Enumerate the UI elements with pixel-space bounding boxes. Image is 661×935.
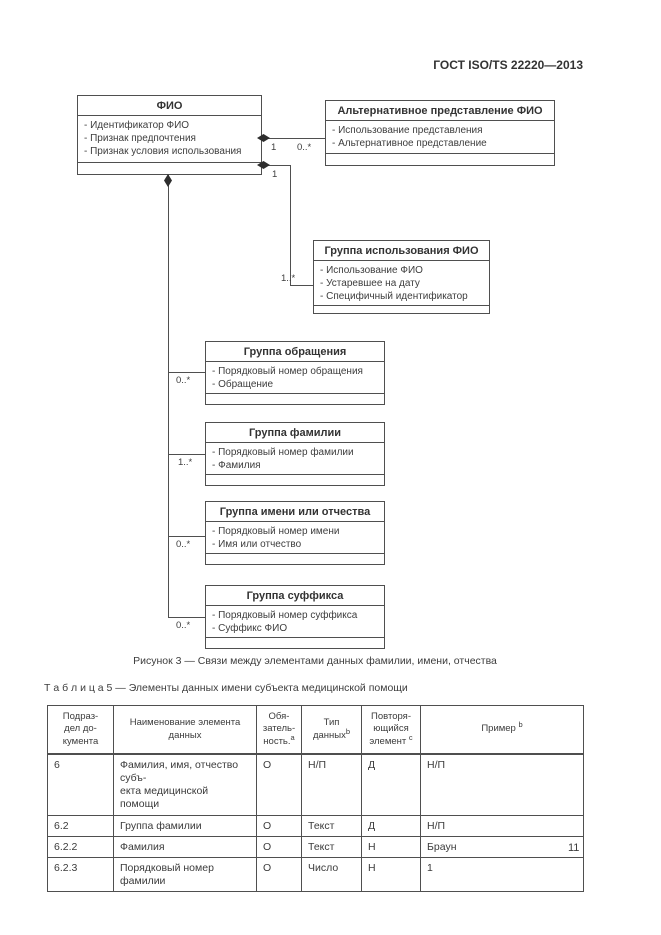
empty-compartment xyxy=(206,638,384,648)
cell-obligation: О xyxy=(256,835,302,858)
attribute-item: - Порядковый номер фамилии xyxy=(212,447,354,458)
class-title: Альтернативное представление ФИО xyxy=(326,101,554,121)
aggregation-diamond-icon xyxy=(257,161,270,169)
cell-element-name: Фамилия xyxy=(113,835,257,858)
cell-repeating: Д xyxy=(361,814,421,837)
empty-compartment xyxy=(326,154,554,165)
multiplicity-label: 0..* xyxy=(176,539,191,550)
cell-datatype: Число xyxy=(301,856,362,893)
header-obligation: Обя- затель- ность.a xyxy=(256,705,302,756)
cell-obligation: О xyxy=(256,814,302,837)
header-datatype: Тип данныхb xyxy=(301,705,362,756)
aggregation-diamond-icon xyxy=(164,174,172,187)
cell-repeating: Н xyxy=(361,835,421,858)
class-title: Группа использования ФИО xyxy=(314,241,489,261)
connector-line xyxy=(168,372,205,373)
cell-datatype: Н/П xyxy=(301,753,362,816)
multiplicity-label: 1..* xyxy=(281,273,296,284)
table-row: 6 Фамилия, имя, отчество субъ- екта меди… xyxy=(47,753,584,816)
aggregation-diamond-icon xyxy=(257,134,270,142)
attribute-item: - Признак условия использования xyxy=(84,146,242,157)
class-box-usage-group: Группа использования ФИО - Использование… xyxy=(313,240,490,314)
class-box-salutation-group: Группа обращения - Порядковый номер обра… xyxy=(205,341,385,405)
attribute-item: - Специфичный идентификатор xyxy=(320,291,468,302)
cell-example: Н/П xyxy=(420,814,584,837)
class-box-fio: ФИО - Идентификатор ФИО - Признак предпоч… xyxy=(77,95,262,175)
class-box-given-name-group: Группа имени или отчества - Порядковый н… xyxy=(205,501,385,565)
cell-obligation: О xyxy=(256,856,302,893)
table-row: 6.2 Группа фамилии О Текст Д Н/П xyxy=(47,814,584,837)
multiplicity-label: 0..* xyxy=(297,142,312,153)
cell-subsection: 6.2.2 xyxy=(47,835,114,858)
attribute-item: - Использование представления xyxy=(332,125,483,136)
cell-repeating: Д xyxy=(361,753,421,816)
multiplicity-label: 0..* xyxy=(176,620,191,631)
attribute-item: - Суффикс ФИО xyxy=(212,623,288,634)
cell-element-name: Фамилия, имя, отчество субъ- екта медици… xyxy=(113,753,257,816)
connector-line xyxy=(168,175,169,617)
cell-obligation: О xyxy=(256,753,302,816)
cell-subsection: 6.2 xyxy=(47,814,114,837)
connector-line xyxy=(262,165,290,166)
class-title: Группа фамилии xyxy=(206,423,384,443)
class-box-alt-representation: Альтернативное представление ФИО - Испол… xyxy=(325,100,555,166)
connector-line xyxy=(290,285,313,286)
connector-line xyxy=(290,165,291,285)
cell-example: Браун xyxy=(420,835,584,858)
connector-line xyxy=(168,617,205,618)
cell-datatype: Текст xyxy=(301,814,362,837)
empty-compartment xyxy=(206,554,384,564)
attribute-item: - Имя или отчество xyxy=(212,539,302,550)
attribute-item: - Порядковый номер обращения xyxy=(212,366,363,377)
class-title: Группа имени или отчества xyxy=(206,502,384,522)
attribute-item: - Идентификатор ФИО xyxy=(84,120,190,131)
header-repeating-element: Повторя- ющийся элемент c xyxy=(361,705,421,756)
attribute-item: - Признак предпочтения xyxy=(84,133,196,144)
attribute-item: - Порядковый номер имени xyxy=(212,526,340,537)
class-box-suffix-group: Группа суффикса - Порядковый номер суффи… xyxy=(205,585,385,649)
table-row: 6.2.2 Фамилия О Текст Н Браун xyxy=(47,835,584,858)
header-example: Пример b xyxy=(420,705,584,756)
cell-subsection: 6 xyxy=(47,753,114,816)
attribute-item: - Устаревшее на дату xyxy=(320,278,420,289)
class-title: Группа обращения xyxy=(206,342,384,362)
table-5: Подраз- дел до- кумента Наименование эле… xyxy=(47,705,584,893)
connector-line xyxy=(262,138,325,139)
multiplicity-label: 1 xyxy=(272,169,278,180)
document-header: ГОСТ ISO/TS 22220—2013 xyxy=(433,58,583,72)
cell-example: Н/П xyxy=(420,753,584,816)
table-row: 6.2.3 Порядковый номер фамилии О Число Н… xyxy=(47,856,584,893)
attribute-item: - Использование ФИО xyxy=(320,265,423,276)
class-box-family-name-group: Группа фамилии - Порядковый номер фамили… xyxy=(205,422,385,486)
multiplicity-label: 1..* xyxy=(178,457,193,468)
class-title: ФИО xyxy=(78,96,261,116)
attribute-item: - Альтернативное представление xyxy=(332,138,487,149)
page-number: 11 xyxy=(568,842,580,854)
header-element-name: Наименование элемента данных xyxy=(113,705,257,756)
cell-subsection: 6.2.3 xyxy=(47,856,114,893)
cell-element-name: Порядковый номер фамилии xyxy=(113,856,257,893)
cell-datatype: Текст xyxy=(301,835,362,858)
table-header-row: Подраз- дел до- кумента Наименование эле… xyxy=(47,705,584,756)
table-caption: Т а б л и ц а 5 — Элементы данных имени … xyxy=(44,682,408,694)
attribute-item: - Порядковый номер суффикса xyxy=(212,610,358,621)
empty-compartment xyxy=(78,163,261,174)
connector-line xyxy=(168,536,205,537)
class-title: Группа суффикса xyxy=(206,586,384,606)
header-subsection: Подраз- дел до- кумента xyxy=(47,705,114,756)
cell-element-name: Группа фамилии xyxy=(113,814,257,837)
empty-compartment xyxy=(314,306,489,313)
empty-compartment xyxy=(206,394,384,404)
multiplicity-label: 1 xyxy=(271,142,277,153)
cell-repeating: Н xyxy=(361,856,421,893)
multiplicity-label: 0..* xyxy=(176,375,191,386)
cell-example: 1 xyxy=(420,856,584,893)
attribute-item: - Обращение xyxy=(212,379,274,390)
connector-line xyxy=(168,454,205,455)
attribute-item: - Фамилия xyxy=(212,460,261,471)
figure-caption: Рисунок 3 — Связи между элементами данны… xyxy=(133,655,497,667)
empty-compartment xyxy=(206,475,384,485)
